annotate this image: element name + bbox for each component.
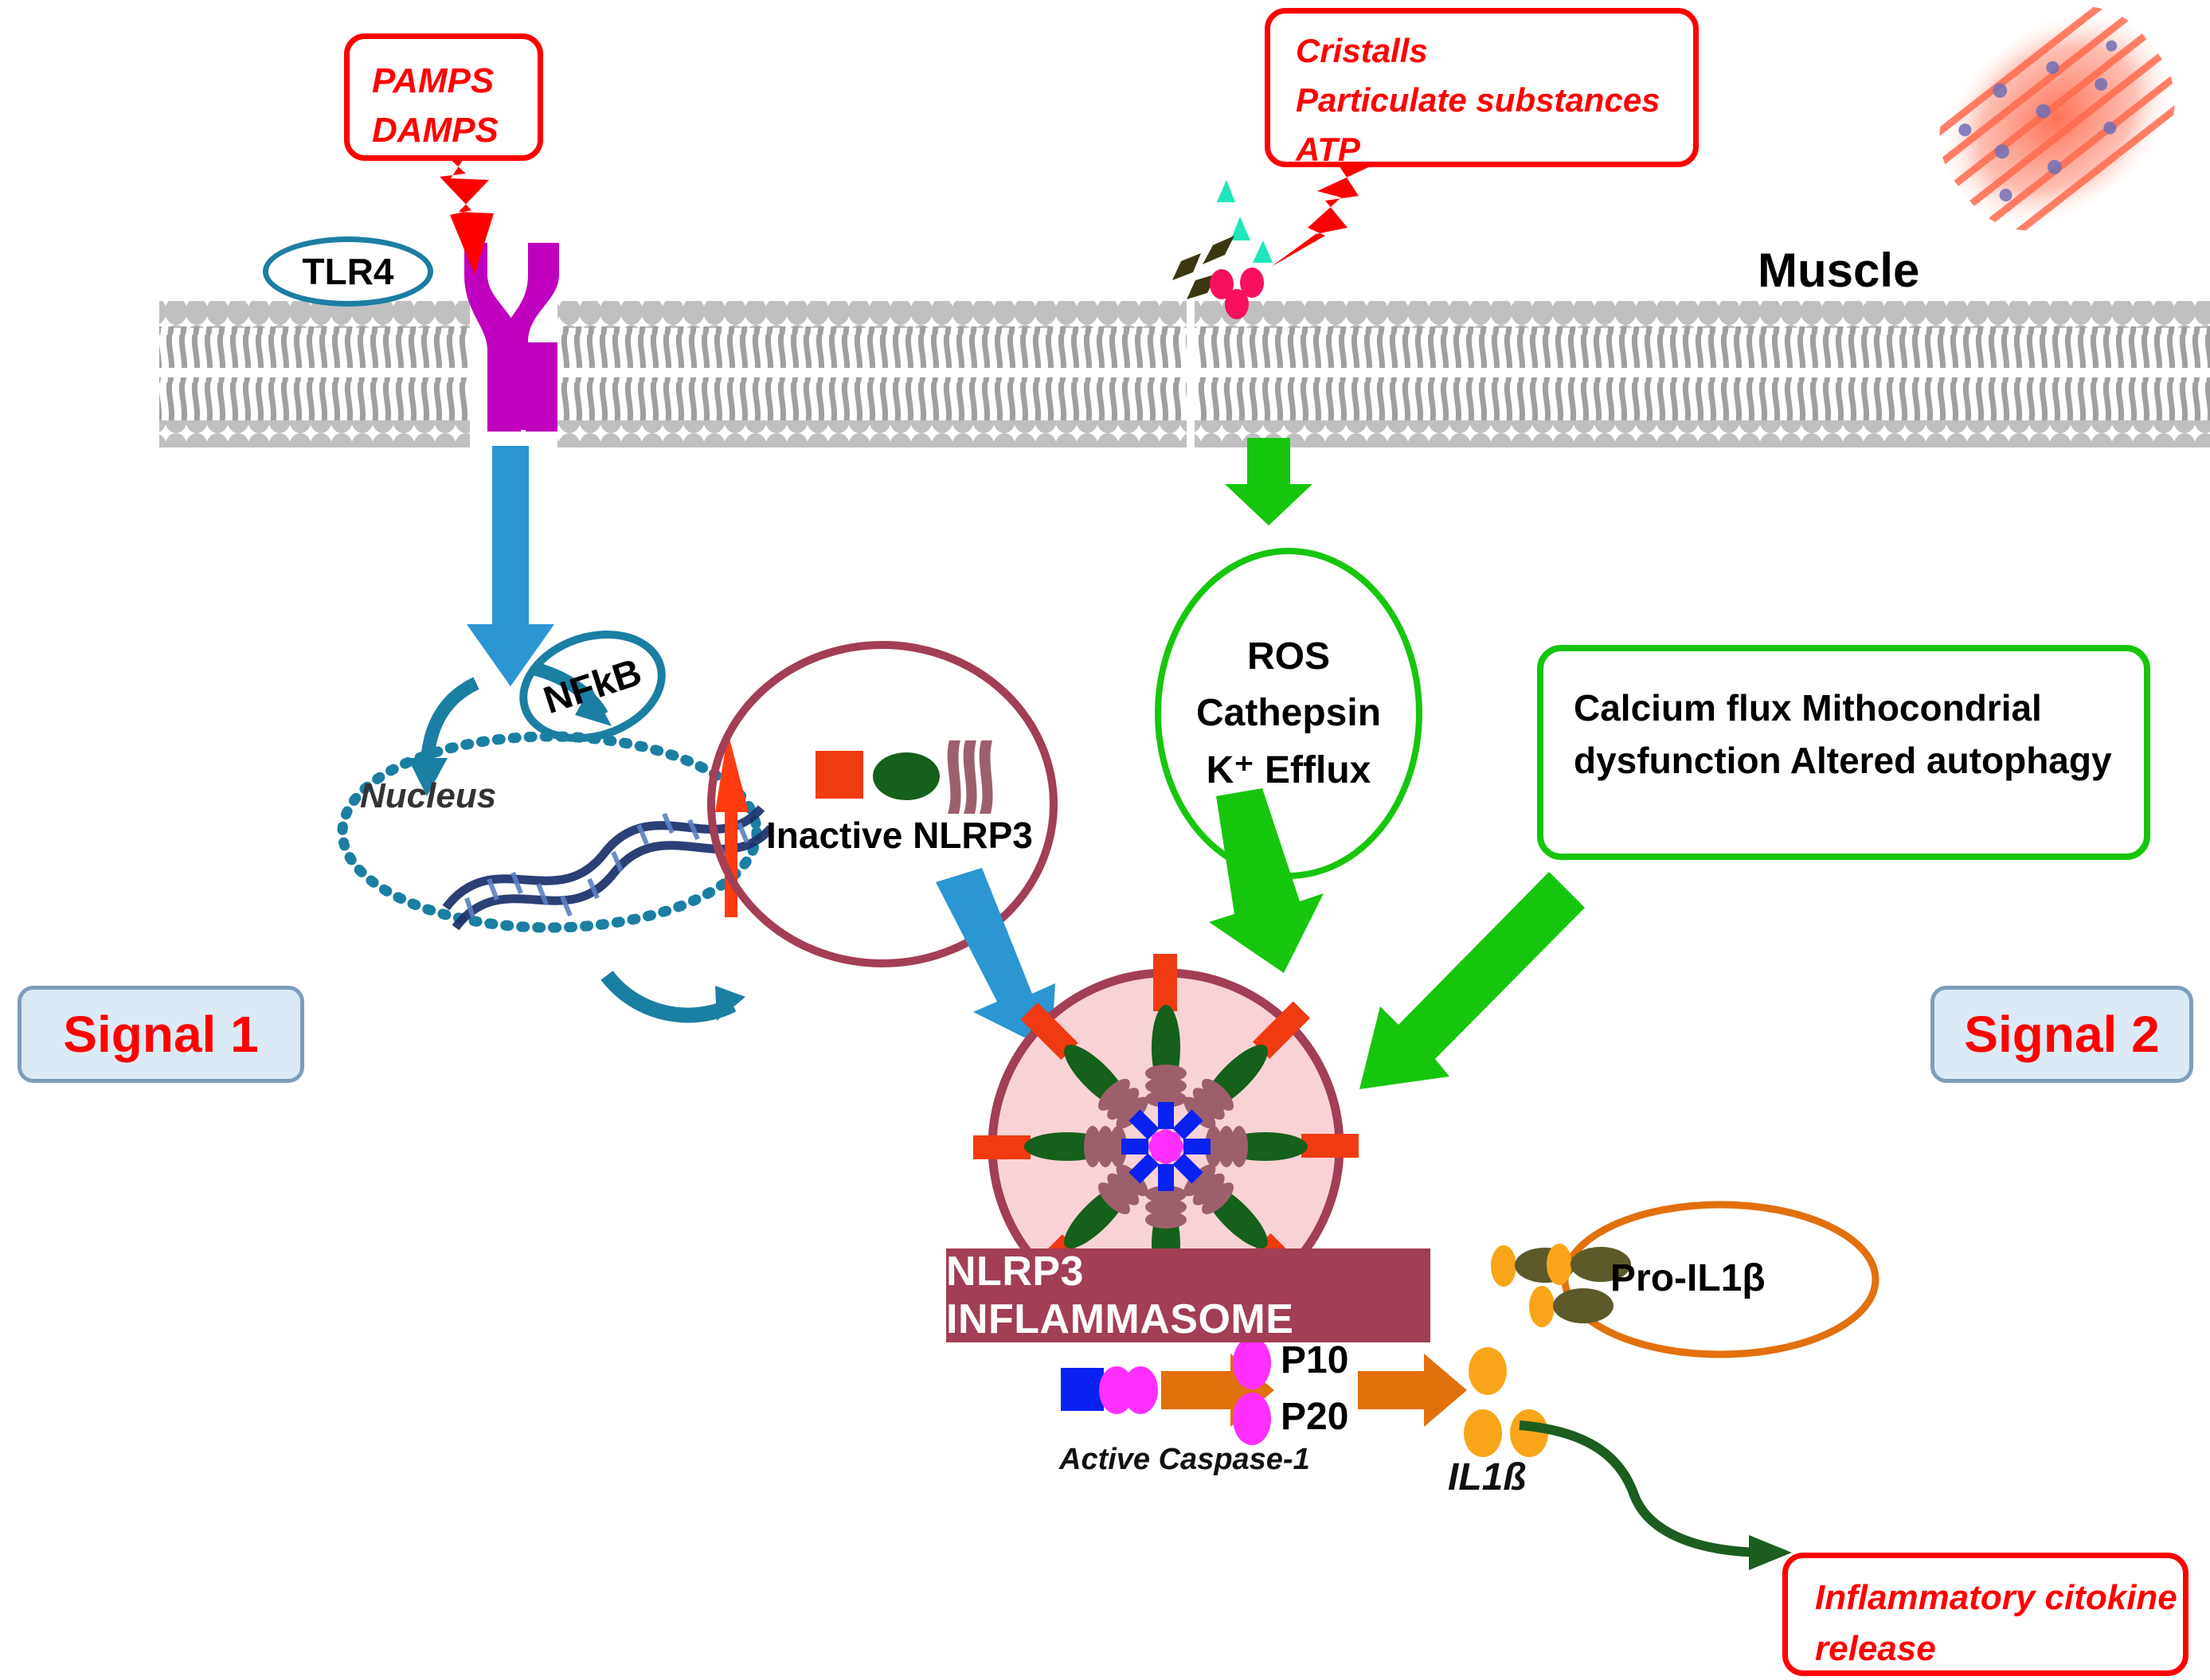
ros-cathepsin-ellipse: ROS Cathepsin K⁺ Efflux (1155, 548, 1422, 879)
crystals-line-2: Particulate substances (1296, 81, 1660, 119)
crystals-callout: Cristalls Particulate substances ATP (1265, 8, 1699, 168)
inflammasome-band-text: NLRP3 INFLAMMASOME (946, 1248, 1294, 1342)
nlrp3-to-inflammasome-arrow (936, 868, 1055, 1051)
signal-2-label: Signal 2 (1964, 1006, 2160, 1063)
nfkb-arrowhead-right (575, 686, 612, 726)
inactive-nlrp3-outline (707, 641, 1058, 967)
pro-il1b-label: Pro-IL1β (1610, 1257, 1766, 1299)
il1b-release-curve (1519, 1420, 1792, 1570)
muscle-fiber-icon (1909, 0, 2206, 261)
ros-line-1: ROS (1246, 635, 1330, 678)
pamps-line-2: DAMPS (372, 111, 499, 150)
signal-1-label: Signal 1 (63, 1006, 259, 1063)
lipid-bilayer-icon (159, 295, 2210, 454)
cytokine-line-1: Inflammatory citokine (1815, 1578, 2177, 1617)
nlrp3-feedback-arrowhead (715, 986, 745, 1021)
nucleus-outline (337, 731, 762, 933)
nfkb-arrowhead-down (408, 758, 448, 796)
crystal-diamond-icon (1172, 236, 1234, 299)
inactive-nlrp3-label: Inactive NLRP3 (766, 815, 1033, 856)
pro-il1b-molecules-icon (1491, 1244, 1631, 1327)
crystal-triangle-icon (1217, 180, 1273, 263)
ros-line-2: Cathepsin (1195, 692, 1382, 734)
p20-label: P20 (1281, 1396, 1349, 1438)
cytokine-line-2: release (1815, 1629, 1936, 1668)
active-caspase-label: Active Caspase-1 (1059, 1443, 1310, 1476)
cellular-stress-box: Calcium flux Mithocondrial dysfunction A… (1537, 645, 2150, 860)
active-caspase-complex-icon (1061, 1366, 1158, 1414)
nlrp3-feedback-arrow (600, 971, 737, 1023)
crystals-line-3: ATP (1296, 131, 1360, 168)
signal-1-badge: Signal 1 (18, 986, 304, 1083)
il1b-label: IL1ß (1448, 1456, 1527, 1498)
stress-line-1: Calcium flux (1574, 687, 1792, 729)
stress-line-3: Altered autophagy (1790, 740, 2112, 781)
muscle-label: Muscle (1758, 244, 1920, 297)
atp-particle-icon (1210, 268, 1264, 319)
stress-to-inflammasome-arrow (1359, 872, 1585, 1089)
membrane-to-ros-arrow (1225, 438, 1312, 525)
tlr4-to-nfkb-arrow (467, 446, 554, 686)
signal-2-badge: Signal 2 (1930, 986, 2193, 1083)
pamps-line-1: PAMPS (372, 61, 495, 100)
cytokine-release-callout: Inflammatory citokine release (1782, 1553, 2188, 1676)
nucleus-label: Nucleus (360, 776, 497, 815)
tlr4-receptor-icon (464, 243, 559, 432)
tlr4-label: TLR4 (302, 251, 394, 292)
nlrp3-lrr-domain-icon (947, 740, 993, 814)
il1b-maturation-arrow (1358, 1354, 1467, 1427)
nfkb-label: NFkB (538, 651, 647, 722)
ros-line-3: K⁺ Efflux (1206, 749, 1371, 791)
stress-line-2: Mithocondrial dysfunction (1574, 687, 2042, 781)
p10-p20-subunits-icon (1233, 1337, 1271, 1445)
pamps-damps-callout: PAMPS DAMPS (344, 33, 543, 161)
lightning-bolt-icon-pamps (422, 134, 494, 275)
mature-il1b-icon (1464, 1347, 1548, 1457)
inflammasome-band-label: NLRP3 INFLAMMASOME (946, 1248, 1430, 1342)
tlr4-badge: TLR4 (263, 236, 433, 307)
crystals-line-1: Cristalls (1296, 32, 1428, 69)
nlrp3-pyd-domain-icon (816, 751, 863, 799)
upregulation-arrow (715, 733, 749, 917)
nlrp3-nacht-domain-icon (873, 752, 940, 800)
p10-label: P10 (1281, 1339, 1349, 1381)
